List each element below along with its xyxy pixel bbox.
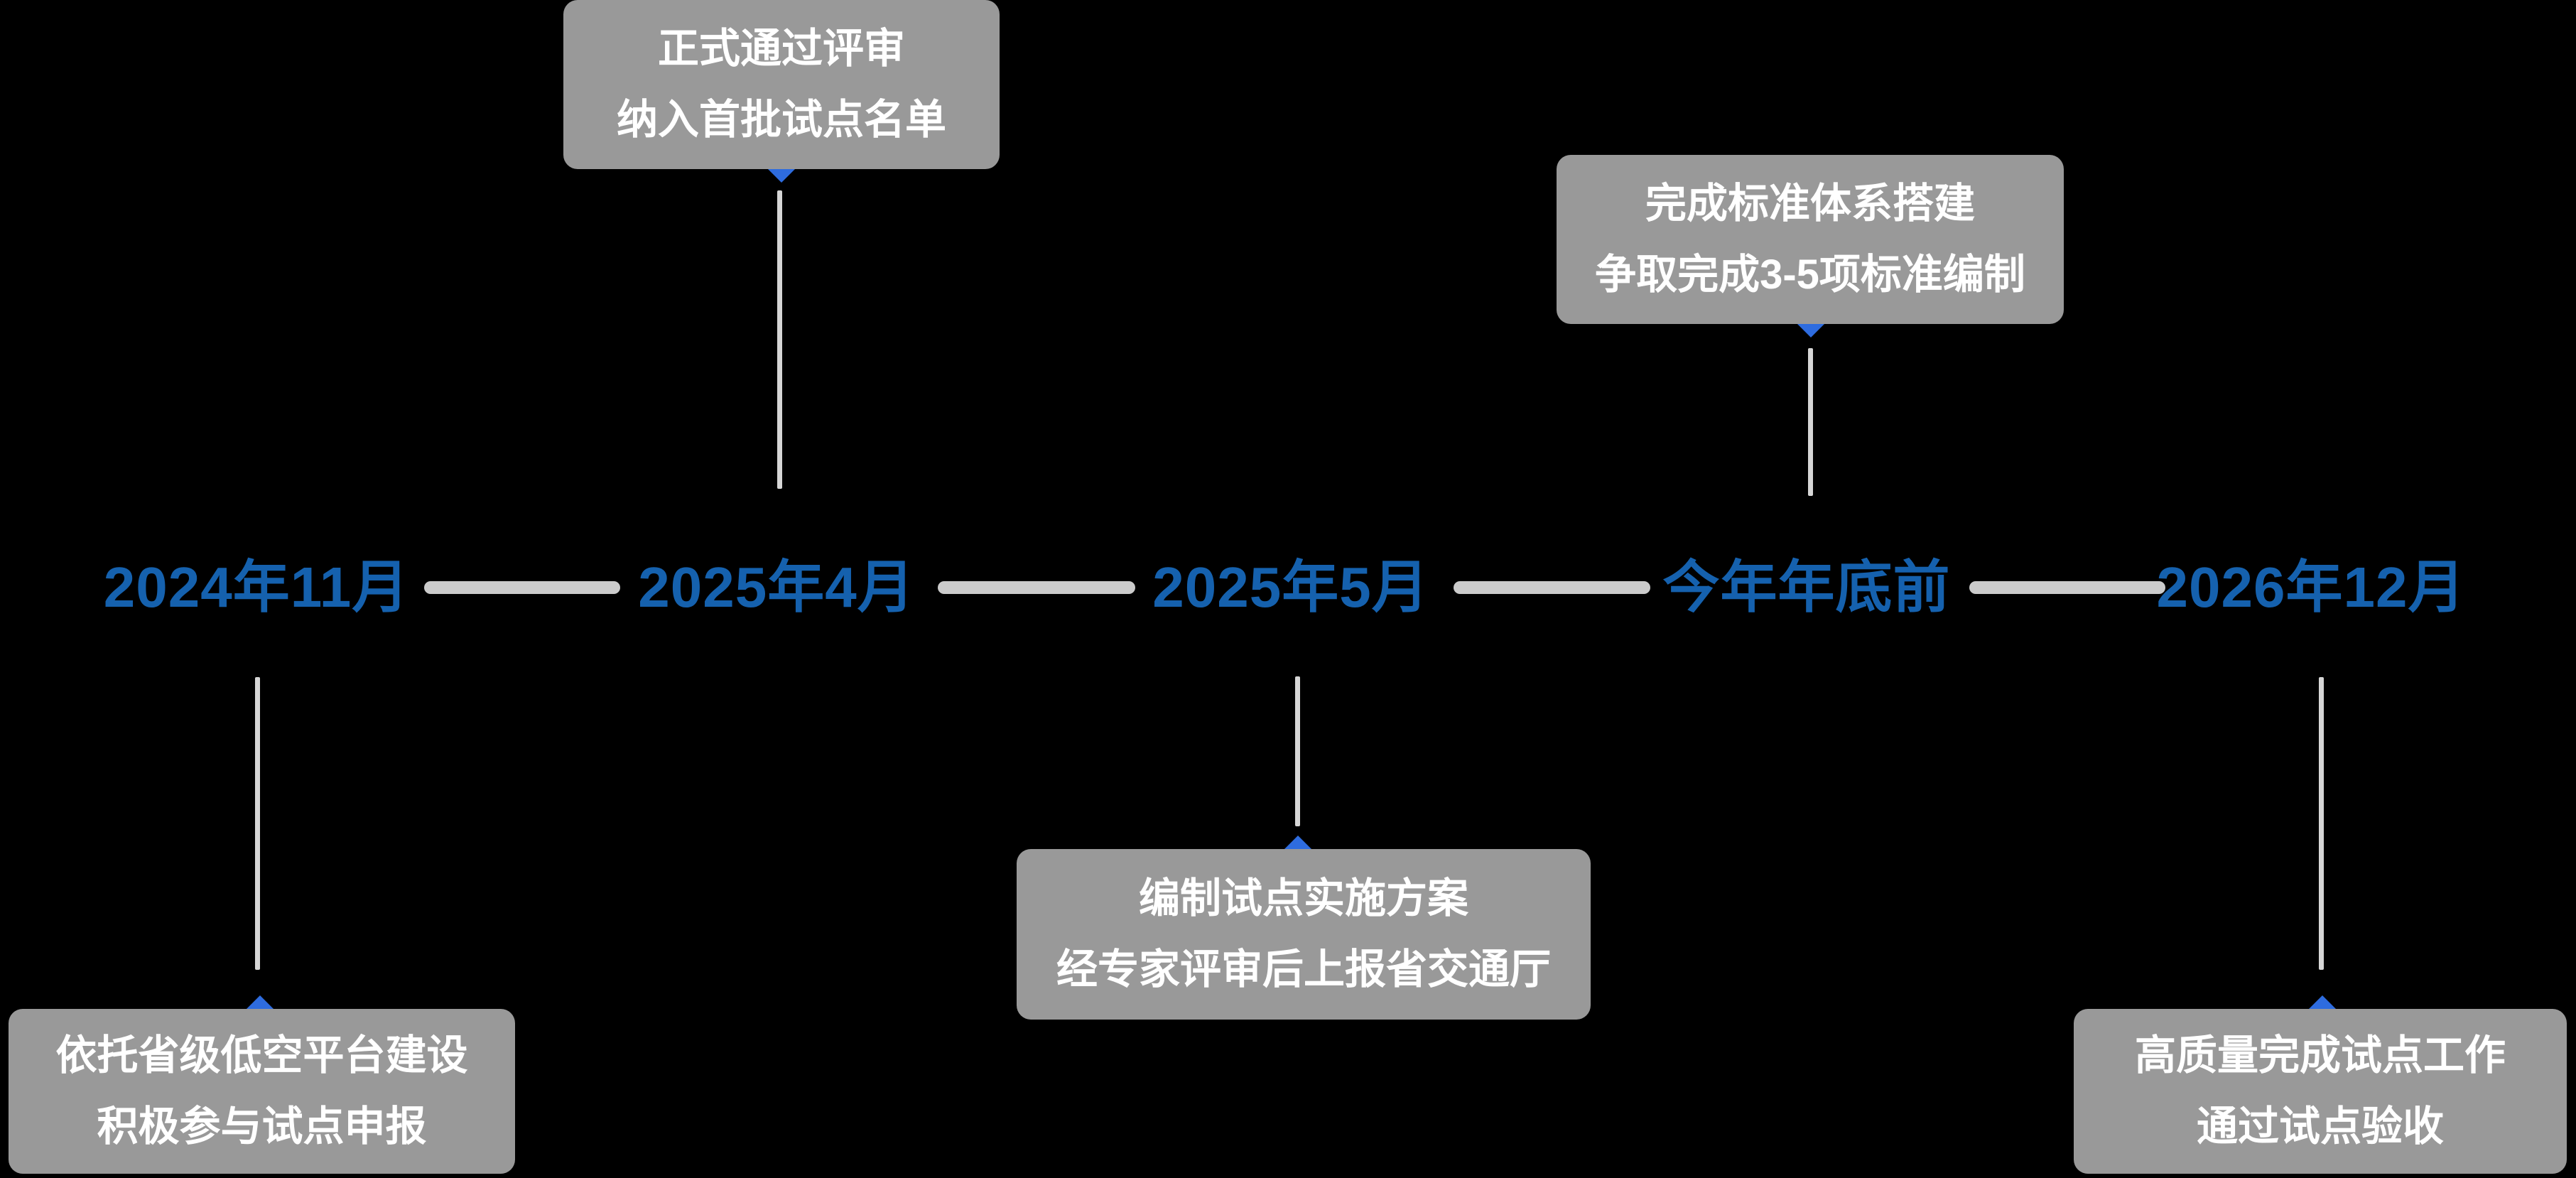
arrow-down-icon	[1797, 324, 1824, 337]
callout-box: 依托省级低空平台建设 积极参与试点申报	[9, 1009, 515, 1174]
connector-line	[777, 190, 782, 489]
callout-line: 争取完成3-5项标准编制	[1595, 252, 2025, 298]
milestone-date: 2025年5月	[1152, 556, 1429, 619]
connector-line	[1808, 348, 1813, 496]
callout-line: 纳入首批试点名单	[616, 97, 946, 143]
milestone-date: 今年年底前	[1662, 556, 1951, 619]
callout-box: 正式通过评审 纳入首批试点名单	[563, 0, 1000, 169]
callout-box: 编制试点实施方案 经专家评审后上报省交通厅	[1017, 849, 1591, 1020]
milestone-date: 2024年11月	[103, 556, 410, 619]
callout-line: 高质量完成试点工作	[2134, 1032, 2506, 1079]
timeline-segment	[424, 581, 620, 594]
callout-line: 完成标准体系搭建	[1645, 180, 1975, 227]
callout-box: 完成标准体系搭建 争取完成3-5项标准编制	[1557, 155, 2064, 324]
milestone-date: 2026年12月	[2156, 556, 2466, 619]
timeline-segment	[1454, 581, 1650, 594]
milestone-date: 2025年4月	[638, 556, 915, 619]
timeline-segment	[938, 581, 1135, 594]
arrow-up-icon	[2309, 995, 2336, 1009]
timeline-segment	[1969, 581, 2165, 594]
connector-line	[2319, 677, 2324, 970]
callout-line: 依托省级低空平台建设	[55, 1032, 468, 1079]
arrow-down-icon	[768, 169, 795, 183]
callout-line: 积极参与试点申报	[97, 1103, 427, 1150]
callout-line: 通过试点验收	[2196, 1103, 2444, 1150]
arrow-up-icon	[247, 995, 274, 1009]
callout-line: 编制试点实施方案	[1138, 875, 1468, 922]
connector-line	[1295, 676, 1300, 826]
callout-line: 经专家评审后上报省交通厅	[1056, 946, 1551, 993]
callout-box: 高质量完成试点工作 通过试点验收	[2074, 1009, 2567, 1174]
arrow-up-icon	[1284, 836, 1311, 849]
connector-line	[255, 677, 260, 970]
callout-line: 正式通过评审	[657, 26, 905, 72]
